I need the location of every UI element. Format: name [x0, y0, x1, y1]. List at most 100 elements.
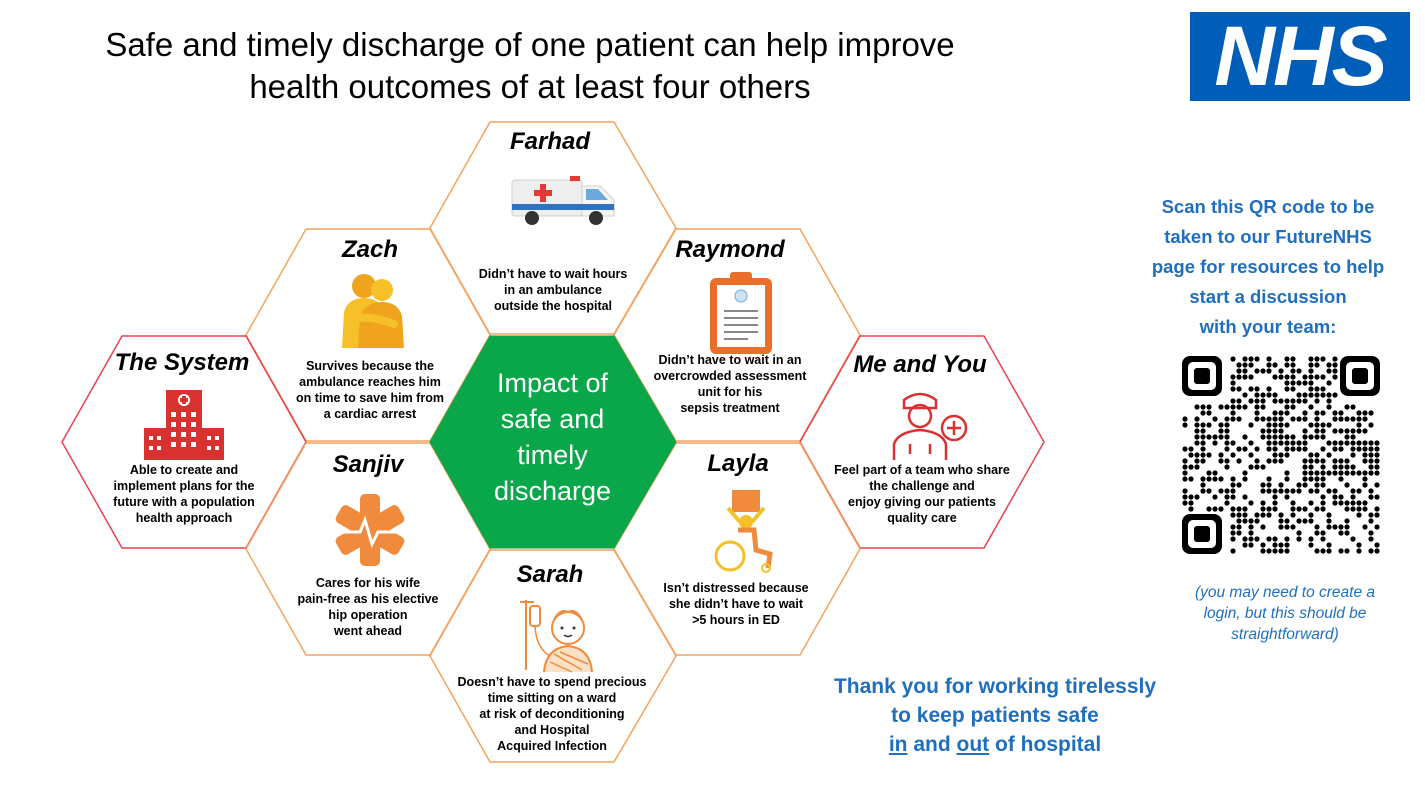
qr-module	[1326, 488, 1332, 494]
qr-module	[1278, 548, 1284, 554]
qr-module	[1206, 404, 1212, 410]
qr-module	[1332, 440, 1338, 446]
qr-module	[1224, 434, 1230, 440]
qr-module	[1248, 530, 1254, 536]
qr-module	[1230, 440, 1236, 446]
qr-module	[1182, 488, 1188, 494]
qr-module	[1236, 506, 1242, 512]
qr-module	[1242, 506, 1248, 512]
qr-module	[1320, 356, 1326, 362]
qr-module	[1314, 392, 1320, 398]
qr-module	[1278, 416, 1284, 422]
qr-module	[1260, 542, 1266, 548]
qr-module	[1242, 476, 1248, 482]
qr-module	[1278, 440, 1284, 446]
qr-module	[1302, 464, 1308, 470]
qr-module	[1230, 380, 1236, 386]
qr-module	[1206, 410, 1212, 416]
qr-module	[1224, 458, 1230, 464]
qr-module	[1356, 410, 1362, 416]
qr-module	[1224, 464, 1230, 470]
qr-module	[1326, 518, 1332, 524]
qr-module	[1254, 404, 1260, 410]
qr-module	[1320, 476, 1326, 482]
qr-module	[1356, 512, 1362, 518]
qr-module	[1368, 494, 1374, 500]
qr-module	[1314, 398, 1320, 404]
qr-module	[1242, 392, 1248, 398]
qr-module	[1326, 404, 1332, 410]
qr-module	[1344, 500, 1350, 506]
qr-module	[1362, 476, 1368, 482]
qr-module	[1218, 422, 1224, 428]
name-system: The System	[114, 349, 250, 376]
qr-module	[1362, 440, 1368, 446]
qr-module	[1272, 446, 1278, 452]
qr-module	[1266, 368, 1272, 374]
qr-module	[1326, 524, 1332, 530]
qr-module	[1284, 356, 1290, 362]
qr-code[interactable]	[1182, 356, 1380, 554]
qr-module	[1266, 536, 1272, 542]
qr-module	[1254, 536, 1260, 542]
nurse-icon	[892, 392, 968, 460]
qr-module	[1260, 506, 1266, 512]
qr-module	[1314, 470, 1320, 476]
qr-module	[1242, 362, 1248, 368]
qr-module	[1284, 518, 1290, 524]
qr-module	[1278, 482, 1284, 488]
qr-module	[1332, 500, 1338, 506]
qr-module	[1344, 434, 1350, 440]
qr-module	[1338, 428, 1344, 434]
qr-module	[1266, 458, 1272, 464]
qr-module	[1326, 398, 1332, 404]
qr-module	[1242, 494, 1248, 500]
qr-module	[1284, 548, 1290, 554]
qr-module	[1302, 518, 1308, 524]
qr-module	[1260, 482, 1266, 488]
qr-module	[1254, 410, 1260, 416]
qr-module	[1260, 434, 1266, 440]
wheelchair-icon	[714, 490, 773, 573]
qr-module	[1230, 356, 1236, 362]
qr-module	[1224, 440, 1230, 446]
qr-module	[1272, 362, 1278, 368]
page-title: Safe and timely discharge of one patient…	[105, 26, 955, 105]
hug-icon	[342, 274, 404, 348]
qr-module	[1200, 410, 1206, 416]
qr-module	[1290, 506, 1296, 512]
hex-center	[429, 335, 677, 549]
qr-module	[1320, 446, 1326, 452]
qr-module	[1296, 368, 1302, 374]
qr-module	[1260, 398, 1266, 404]
qr-module	[1266, 386, 1272, 392]
qr-module	[1266, 416, 1272, 422]
qr-module	[1230, 530, 1236, 536]
qr-module	[1194, 404, 1200, 410]
qr-module	[1308, 536, 1314, 542]
qr-module	[1332, 410, 1338, 416]
qr-module	[1344, 518, 1350, 524]
qr-module	[1206, 470, 1212, 476]
qr-module	[1302, 434, 1308, 440]
qr-module	[1290, 374, 1296, 380]
qr-module	[1236, 404, 1242, 410]
qr-module	[1194, 416, 1200, 422]
qr-module	[1320, 482, 1326, 488]
qr-module	[1236, 398, 1242, 404]
qr-module	[1344, 440, 1350, 446]
qr-module	[1290, 386, 1296, 392]
qr-module	[1344, 506, 1350, 512]
qr-module	[1320, 530, 1326, 536]
qr-module	[1344, 470, 1350, 476]
qr-module	[1374, 506, 1380, 512]
qr-module	[1326, 470, 1332, 476]
qr-module	[1296, 380, 1302, 386]
qr-module	[1236, 416, 1242, 422]
qr-module	[1350, 428, 1356, 434]
desc-raymond: Didn’t have to wait in an overcrowded as…	[653, 353, 807, 415]
desc-me-and-you: Feel part of a team who share the challe…	[834, 463, 1010, 525]
qr-module	[1284, 362, 1290, 368]
qr-module	[1368, 464, 1374, 470]
name-sarah: Sarah	[516, 561, 584, 588]
